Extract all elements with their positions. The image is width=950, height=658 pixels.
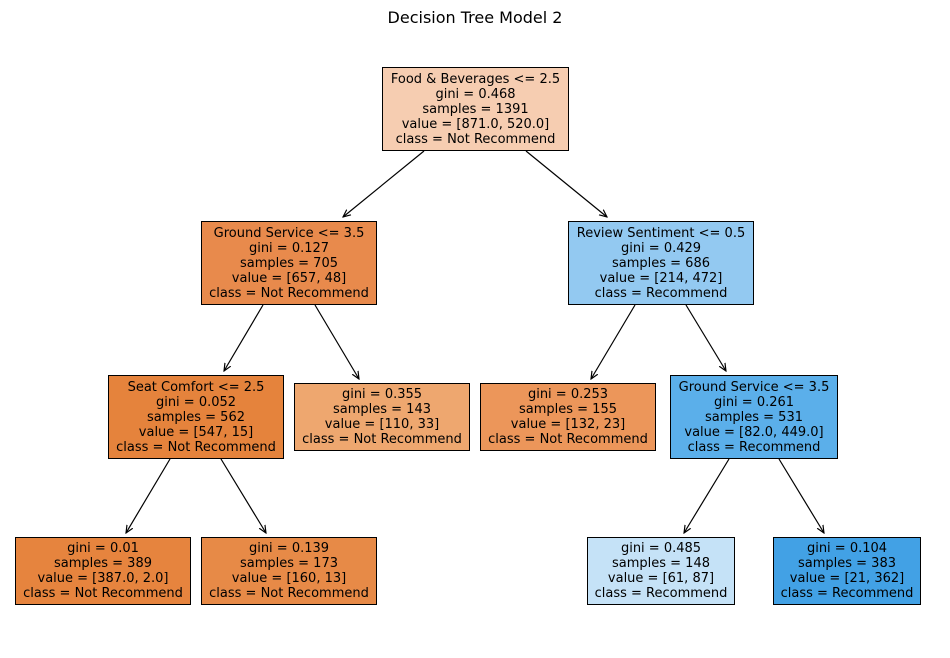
node-samples: samples = 562: [146, 409, 245, 425]
edge-root-n6: [525, 150, 607, 217]
node-gini: gini = 0.429: [620, 240, 702, 256]
node-value: value = [387.0, 2.0]: [37, 571, 169, 586]
node-value: value = [110, 33]: [324, 417, 440, 432]
node-gini: gini = 0.127: [248, 240, 330, 256]
tree-leaf-gini-0355: gini = 0.355 samples = 143 value = [110,…: [294, 383, 470, 451]
node-class: class = Not Recommend: [302, 432, 462, 447]
tree-leaf-gini-001: gini = 0.01 samples = 389 value = [387.0…: [15, 537, 191, 605]
diagram-title: Decision Tree Model 2: [387, 8, 563, 27]
node-samples: samples = 148: [611, 556, 710, 571]
node-samples: samples = 1391: [422, 101, 529, 117]
tree-node-seat-comfort: Seat Comfort <= 2.5 gini = 0.052 samples…: [108, 375, 284, 459]
node-class: class = Recommend: [594, 285, 728, 301]
edge-root-n1: [343, 150, 425, 217]
edge-n1-n2: [224, 304, 264, 371]
node-value: value = [21, 362]: [789, 571, 905, 586]
node-class: class = Not Recommend: [209, 586, 369, 601]
edge-n6-n8: [685, 304, 726, 371]
node-split: Ground Service <= 3.5: [678, 379, 830, 395]
node-split: Seat Comfort <= 2.5: [127, 379, 265, 395]
node-class: class = Not Recommend: [23, 586, 183, 601]
node-gini: gini = 0.253: [527, 387, 609, 402]
node-samples: samples = 686: [611, 255, 710, 271]
node-split: Review Sentiment <= 0.5: [576, 225, 746, 241]
tree-node-ground-service-left: Ground Service <= 3.5 gini = 0.127 sampl…: [201, 221, 377, 305]
node-value: value = [214, 472]: [599, 270, 723, 286]
node-samples: samples = 389: [53, 556, 152, 571]
node-gini: gini = 0.355: [341, 387, 423, 402]
node-gini: gini = 0.468: [435, 86, 516, 102]
node-samples: samples = 143: [332, 402, 431, 417]
node-value: value = [132, 23]: [510, 417, 626, 432]
edge-n2-n4: [220, 458, 266, 533]
node-value: value = [82.0, 449.0]: [684, 424, 824, 440]
node-gini: gini = 0.104: [806, 541, 888, 556]
tree-leaf-gini-0104: gini = 0.104 samples = 383 value = [21, …: [773, 537, 921, 605]
tree-leaf-gini-0253: gini = 0.253 samples = 155 value = [132,…: [480, 383, 656, 451]
node-value: value = [160, 13]: [231, 571, 347, 586]
node-class: class = Recommend: [594, 586, 728, 601]
edge-n8-n10: [778, 458, 824, 533]
tree-node-root: Food & Beverages <= 2.5 gini = 0.468 sam…: [382, 67, 569, 151]
node-class: class = Recommend: [780, 586, 914, 601]
edge-n6-n7: [591, 304, 636, 379]
node-gini: gini = 0.261: [713, 394, 795, 410]
node-class: class = Recommend: [687, 439, 821, 455]
node-split: Food & Beverages <= 2.5: [390, 71, 561, 87]
node-value: value = [547, 15]: [138, 424, 254, 440]
node-value: value = [61, 87]: [607, 571, 715, 586]
tree-leaf-gini-0139: gini = 0.139 samples = 173 value = [160,…: [201, 537, 377, 605]
edge-n1-n5: [314, 304, 359, 379]
node-samples: samples = 155: [518, 402, 617, 417]
node-samples: samples = 705: [239, 255, 338, 271]
edge-n8-n9: [684, 458, 730, 533]
node-gini: gini = 0.01: [67, 541, 139, 556]
node-class: class = Not Recommend: [488, 432, 648, 447]
node-value: value = [871.0, 520.0]: [401, 116, 550, 132]
node-samples: samples = 531: [704, 409, 803, 425]
tree-node-ground-service-right: Ground Service <= 3.5 gini = 0.261 sampl…: [670, 375, 838, 459]
node-gini: gini = 0.052: [155, 394, 237, 410]
node-value: value = [657, 48]: [231, 270, 347, 286]
node-class: class = Not Recommend: [209, 285, 369, 301]
node-gini: gini = 0.139: [248, 541, 330, 556]
node-split: Ground Service <= 3.5: [213, 225, 365, 241]
node-samples: samples = 383: [797, 556, 896, 571]
tree-leaf-gini-0485: gini = 0.485 samples = 148 value = [61, …: [587, 537, 735, 605]
node-class: class = Not Recommend: [395, 131, 556, 147]
node-samples: samples = 173: [239, 556, 338, 571]
edge-n2-n3: [126, 458, 171, 533]
tree-node-review-sentiment: Review Sentiment <= 0.5 gini = 0.429 sam…: [568, 221, 754, 305]
node-gini: gini = 0.485: [620, 541, 702, 556]
node-class: class = Not Recommend: [116, 439, 276, 455]
